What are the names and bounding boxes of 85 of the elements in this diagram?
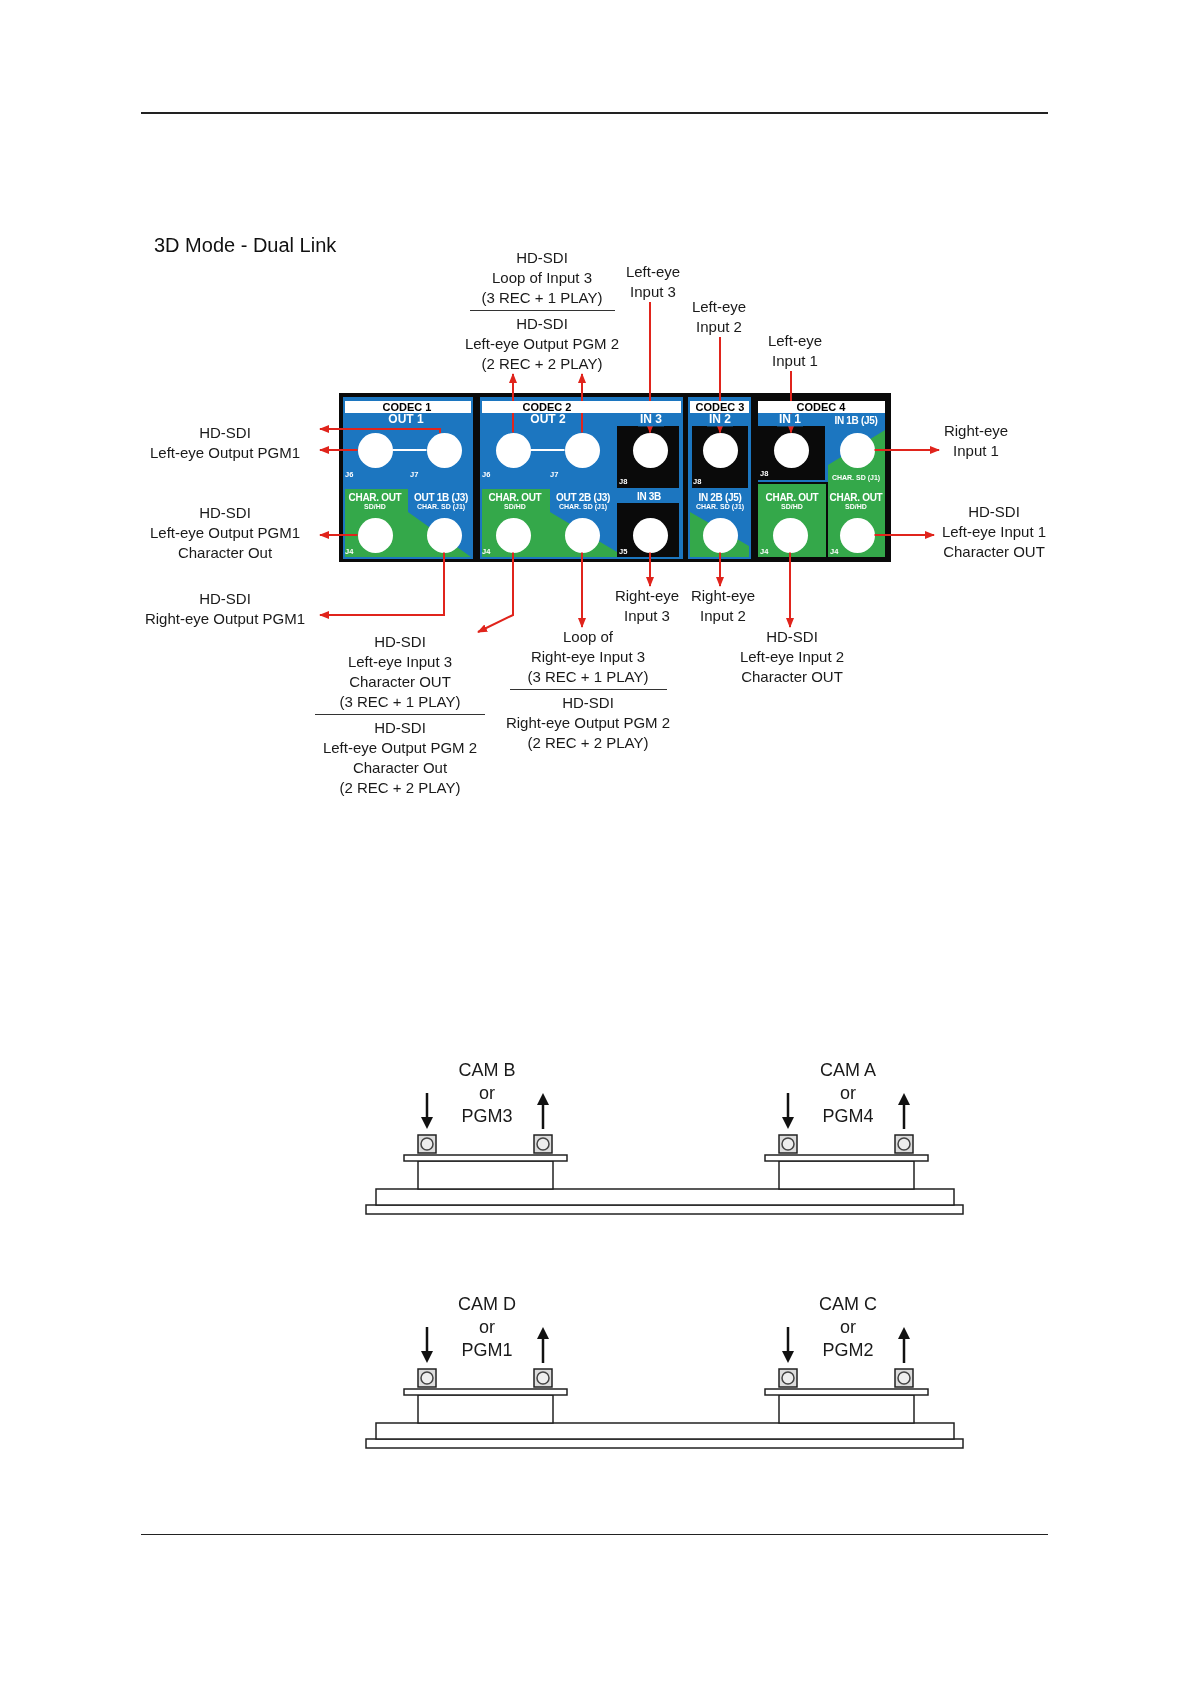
port-label: OUT 1B (J3) [414,491,468,503]
port-label: OUT 2B (J3) [556,491,610,503]
arrow [319,425,441,434]
codec-section [688,397,751,559]
signal-label: Character Out [176,543,274,563]
connector-socket [495,432,531,468]
arrow [873,446,940,454]
camera-label: CAM C or PGM2 [818,1293,878,1362]
arrow [319,446,359,454]
port-label: OUT 1 [388,413,424,427]
arrow [873,531,935,539]
signal-label: HD-SDI [198,589,252,609]
port-label: IN 2B (J5) [698,491,742,503]
signal-label: (2 REC + 2 PLAY) [338,778,462,798]
signal-label: Character OUT [348,672,452,692]
arrow [509,373,517,434]
signal-label: (2 REC + 2 PLAY) [480,354,604,374]
port-label: CHAR. OUT [765,491,819,503]
codec-section [343,397,473,559]
port-label: IN 2 [707,413,733,427]
signal-label: Left-eye Output PGM1 [148,443,302,463]
signal-label: Left-eye Input 3 [346,652,454,672]
port-label: CHAR. OUT [829,491,883,503]
signal-label: HD-SDI [198,423,252,443]
signal-label: Left-eye Output PGM 2 [463,334,621,354]
signal-label: Left-eye Input 1 [940,522,1048,542]
port-label: IN 1 [777,413,803,427]
signal-label: (2 REC + 2 PLAY) [526,733,650,753]
codec-header: CODEC 1 [345,401,471,413]
signal-label: HD-SDI [515,248,569,268]
connector-socket [426,432,462,468]
codec-header: CODEC 2 [482,401,681,413]
arrow [578,551,586,628]
codec-header: CODEC 3 [690,401,749,413]
link-line [529,449,566,451]
signal-label: HD-SDI [198,503,252,523]
signal-label: HD-SDI [373,632,427,652]
arrow [578,373,586,434]
link-line [391,449,428,451]
connector-socket [564,432,600,468]
signal-label: Right-eye Output PGM 2 [504,713,672,733]
arrow [319,531,359,539]
signal-label: HD-SDI [373,718,427,738]
signal-label: Right-eye Input 3 [612,586,682,626]
signal-label: Left-eye Input 1 [762,331,828,371]
signal-label: HD-SDI [967,502,1021,522]
port-label: CHAR. OUT [488,491,542,503]
camera-label: CAM B or PGM3 [457,1059,517,1128]
codec-header: CODEC 4 [758,401,885,413]
port-label: IN 1B (J5) [834,414,878,426]
signal-label: Right-eye Input 3 [529,647,647,667]
signal-label: HD-SDI [765,627,819,647]
arrow [716,551,724,587]
signal-label: Loop of [561,627,614,647]
port-label: CHAR. OUT [348,491,402,503]
signal-label: HD-SDI [561,693,615,713]
arrow [319,551,445,619]
signal-label: HD-SDI [515,314,569,334]
signal-label: Character Out [351,758,449,778]
camera-label: CAM D or PGM1 [457,1293,517,1362]
signal-label: (3 REC + 1 PLAY) [480,288,604,308]
signal-label: Right-eye Output PGM1 [143,609,307,629]
arrow [786,551,794,628]
connector-socket [357,432,393,468]
arrow [646,551,654,587]
signal-label: Left-eye Input 3 [620,262,686,302]
arrow [477,551,514,633]
signal-label: Left-eye Output PGM 2 [321,738,479,758]
signal-label: (3 REC + 1 PLAY) [526,667,650,687]
signal-label: Left-eye Output PGM1 [148,523,302,543]
signal-label: Right-eye Input 2 [689,586,757,626]
signal-label: Loop of Input 3 [490,268,594,288]
patch-panel [339,393,891,562]
diagram-title: 3D Mode - Dual Link [154,233,337,257]
port-label: OUT 2 [530,413,566,427]
port-label: IN 3 [638,413,664,427]
signal-label: Character OUT [740,667,844,687]
signal-label: Left-eye Input 2 [738,647,846,667]
signal-label: Character OUT [942,542,1046,562]
codec-section [480,397,683,559]
port-label: IN 3B [636,490,662,502]
signal-label: Right-eye Input 1 [939,421,1013,461]
signal-label: (3 REC + 1 PLAY) [338,692,462,712]
signal-label: Left-eye Input 2 [686,297,752,337]
camera-label: CAM A or PGM4 [819,1059,877,1128]
